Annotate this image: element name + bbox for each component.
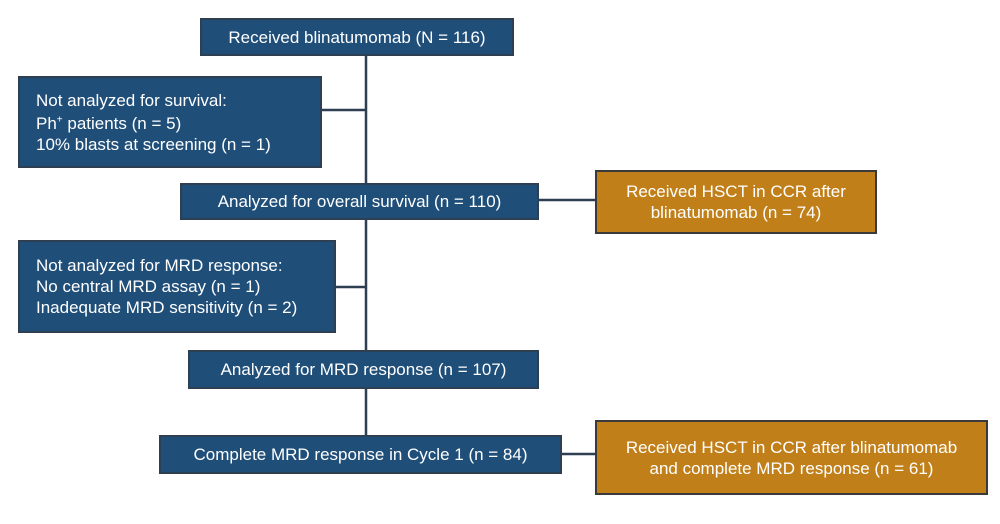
ph-superscript: + bbox=[56, 113, 63, 125]
not-analyzed-survival-box: Not analyzed for survival: Ph+ patients … bbox=[18, 76, 322, 168]
ph-label: Ph bbox=[36, 113, 57, 133]
ph-count: patients (n = 5) bbox=[62, 113, 182, 133]
no-central-mrd-assay-line: No central MRD assay (n = 1) bbox=[36, 277, 261, 296]
not-analyzed-survival-heading: Not analyzed for survival: bbox=[36, 90, 227, 110]
hsct-after-blinatumomab-line1: Received HSCT in CCR after bbox=[626, 182, 846, 201]
received-blinatumomab-box: Received blinatumomab (N = 116) bbox=[200, 18, 514, 56]
hsct-mrd-response-box: Received HSCT in CCR after blinatumomab … bbox=[595, 420, 988, 495]
complete-mrd-response-label: Complete MRD response in Cycle 1 (n = 84… bbox=[193, 445, 528, 464]
hsct-after-blinatumomab-line2: blinatumomab (n = 74) bbox=[650, 203, 822, 222]
hsct-mrd-response-line1: Received HSCT in CCR after blinatumomab bbox=[625, 437, 958, 457]
inadequate-mrd-sensitivity-line: Inadequate MRD sensitivity (n = 2) bbox=[36, 298, 298, 317]
analyzed-overall-survival-box: Analyzed for overall survival (n = 110) bbox=[180, 183, 539, 220]
received-blinatumomab-label: Received blinatumomab (N = 116) bbox=[228, 27, 486, 47]
hsct-after-blinatumomab-box: Received HSCT in CCR after blinatumomab … bbox=[595, 170, 877, 234]
analyzed-mrd-response-box: Analyzed for MRD response (n = 107) bbox=[188, 350, 539, 389]
analyzed-mrd-response-label: Analyzed for MRD response (n = 107) bbox=[220, 360, 507, 379]
not-analyzed-mrd-box: Not analyzed for MRD response: No centra… bbox=[18, 240, 336, 333]
ph-positive-patients-line: Ph+ patients (n = 5) bbox=[36, 113, 320, 134]
analyzed-overall-survival-label: Analyzed for overall survival (n = 110) bbox=[217, 192, 502, 211]
blasts-screening-line: 10% blasts at screening (n = 1) bbox=[36, 134, 271, 154]
not-analyzed-mrd-heading: Not analyzed for MRD response: bbox=[36, 256, 283, 275]
complete-mrd-response-box: Complete MRD response in Cycle 1 (n = 84… bbox=[159, 435, 562, 474]
hsct-mrd-response-line2: and complete MRD response (n = 61) bbox=[649, 458, 934, 478]
